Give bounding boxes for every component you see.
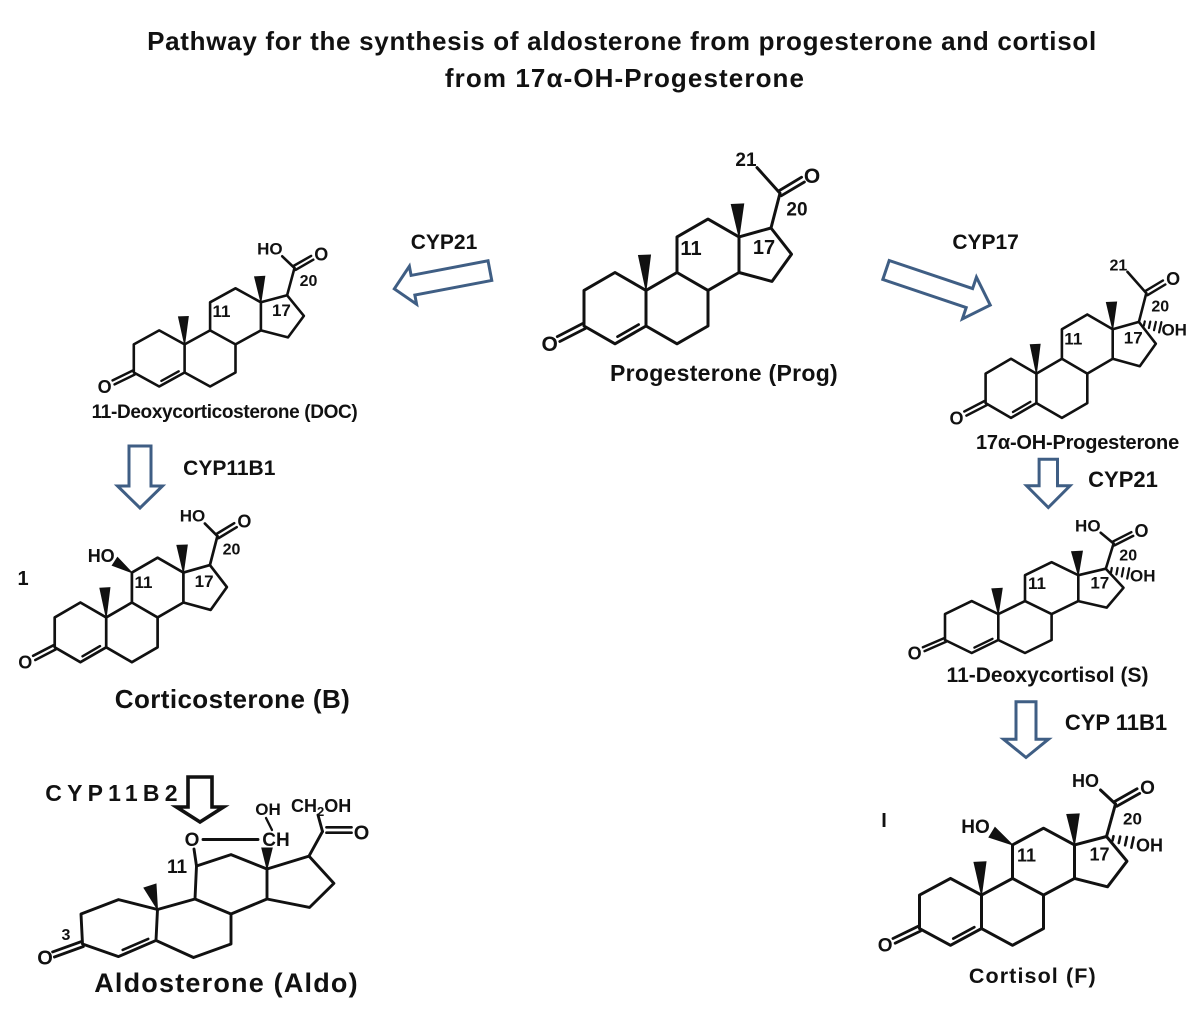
svg-text:11: 11 [1017,846,1036,866]
svg-text:Cortisol (F): Cortisol (F) [969,964,1097,988]
svg-text:21: 21 [1110,258,1128,275]
svg-text:HO: HO [961,817,990,838]
svg-text:O: O [37,948,53,970]
svg-text:11: 11 [135,573,153,592]
svg-text:OH: OH [1161,320,1187,339]
svg-text:Progesterone (Prog): Progesterone (Prog) [610,360,838,386]
svg-text:20: 20 [1151,299,1169,316]
svg-text:Corticosterone (B): Corticosterone (B) [115,684,350,714]
svg-text:11: 11 [167,857,188,878]
svg-text:21: 21 [735,150,757,171]
svg-text:17: 17 [195,572,214,591]
svg-text:17: 17 [1090,574,1109,593]
svg-text:O: O [314,244,328,264]
svg-text:20: 20 [300,273,318,290]
svg-text:11-Deoxycorticosterone (DOC): 11-Deoxycorticosterone (DOC) [92,402,358,423]
svg-text:O: O [949,408,963,428]
svg-text:17: 17 [1089,845,1109,865]
svg-text:17: 17 [753,237,775,259]
svg-text:OH: OH [255,800,281,819]
svg-text:HO: HO [180,506,206,525]
svg-text:HO: HO [257,240,283,259]
svg-text:O: O [1166,269,1180,289]
svg-text:11: 11 [1064,329,1082,348]
svg-text:17: 17 [272,301,291,320]
svg-text:O: O [185,830,200,851]
svg-text:11: 11 [680,238,701,260]
svg-text:CH: CH [262,830,289,851]
svg-text:I: I [881,810,887,832]
svg-text:CH2OH: CH2OH [291,796,351,819]
svg-text:O: O [804,165,820,188]
svg-text:O: O [1134,521,1148,541]
svg-text:20: 20 [786,199,807,220]
svg-text:O: O [542,333,558,356]
svg-text:3: 3 [62,927,71,944]
svg-text:CYP21: CYP21 [411,231,478,254]
svg-text:11-Deoxycortisol (S): 11-Deoxycortisol (S) [947,664,1149,687]
svg-text:20: 20 [1119,547,1137,564]
svg-text:OH: OH [1130,566,1156,585]
svg-text:17α-OH-Progesterone: 17α-OH-Progesterone [976,432,1179,454]
svg-text:HO: HO [88,546,115,566]
svg-text:O: O [237,512,251,532]
svg-text:11: 11 [213,302,231,321]
svg-text:HO: HO [1075,517,1101,536]
svg-text:OH: OH [1136,835,1163,855]
svg-text:from 17α-OH-Progesterone: from 17α-OH-Progesterone [445,63,805,93]
svg-text:CYP11B1: CYP11B1 [183,457,276,480]
svg-text:17: 17 [1124,329,1143,348]
svg-text:HO: HO [1072,771,1099,791]
svg-text:O: O [878,936,893,957]
svg-text:Pathway for the synthesis of a: Pathway for the synthesis of aldosterone… [147,26,1097,56]
svg-text:Aldosterone (Aldo): Aldosterone (Aldo) [94,968,359,998]
svg-text:O: O [908,643,922,663]
svg-text:O: O [98,377,112,397]
svg-text:CYP17: CYP17 [952,231,1019,254]
svg-text:O: O [1140,778,1155,799]
svg-text:CYP11B2: CYP11B2 [45,780,182,806]
svg-text:CYP 11B1: CYP 11B1 [1065,710,1167,735]
svg-text:1: 1 [17,568,28,590]
svg-text:11: 11 [1028,574,1046,593]
svg-text:O: O [18,653,32,673]
svg-text:20: 20 [223,542,241,559]
svg-text:20: 20 [1123,809,1142,828]
svg-text:CYP21: CYP21 [1088,467,1158,492]
svg-text:O: O [354,823,370,845]
